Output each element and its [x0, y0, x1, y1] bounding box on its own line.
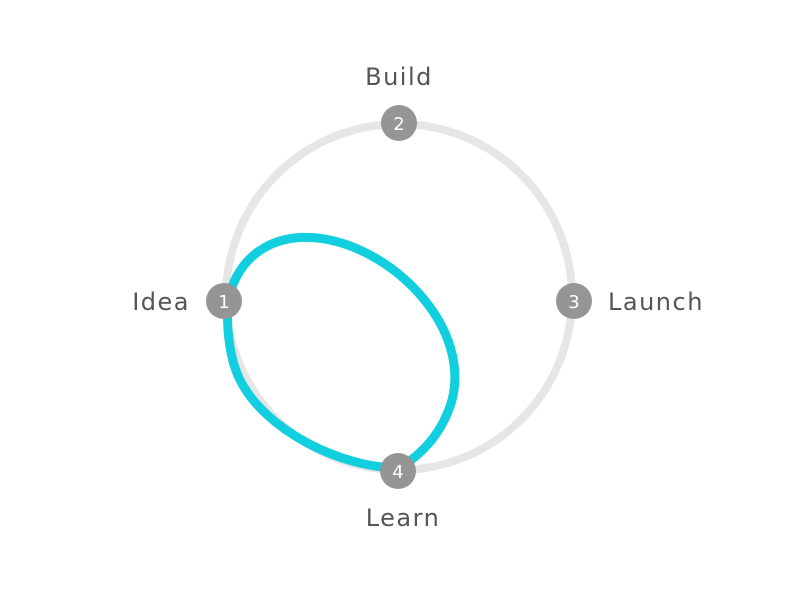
- node-launch-number: 3: [568, 292, 579, 313]
- node-learn-marker: [380, 453, 416, 489]
- node-launch: 3 Launch: [556, 283, 704, 319]
- node-learn: 4 Learn: [366, 453, 441, 532]
- cycle-ring: [222, 120, 576, 474]
- node-idea-number: 1: [218, 292, 229, 313]
- node-idea-label: Idea: [132, 288, 190, 316]
- highlight-loop: [223, 233, 460, 473]
- node-build-number: 2: [393, 114, 404, 135]
- node-learn-number: 4: [392, 462, 403, 483]
- node-build: 2 Build: [365, 63, 433, 141]
- node-idea: 1 Idea: [132, 283, 242, 319]
- node-build-marker: [381, 105, 417, 141]
- node-learn-label: Learn: [366, 504, 441, 532]
- node-launch-marker: [556, 283, 592, 319]
- node-build-label: Build: [365, 63, 433, 91]
- node-idea-marker: [206, 283, 242, 319]
- node-launch-label: Launch: [608, 288, 704, 316]
